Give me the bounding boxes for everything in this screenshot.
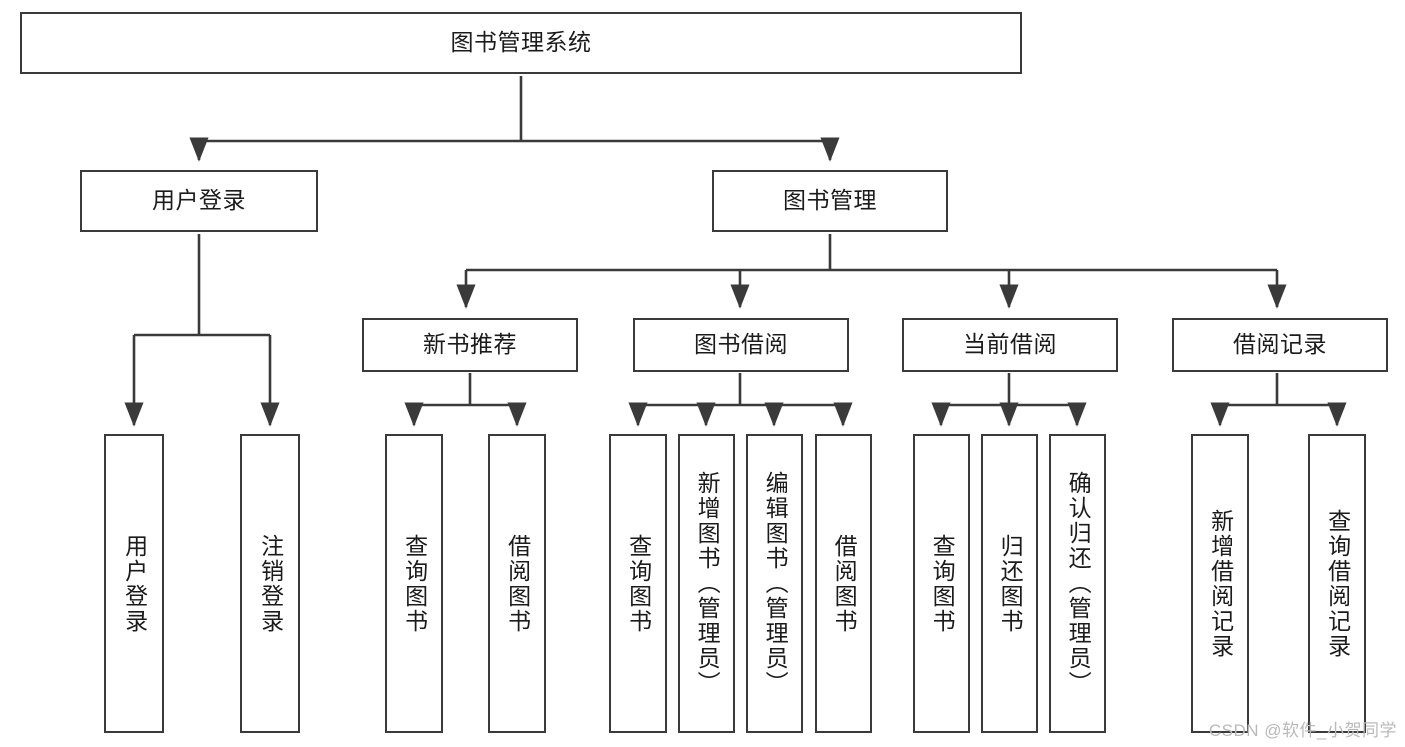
node-root[interactable]: 图书管理系统 [20, 12, 1022, 74]
node-book-manage[interactable]: 图书管理 [712, 170, 948, 232]
node-leaf-return-book[interactable]: 归还图书 [981, 434, 1038, 733]
node-leaf-user-login[interactable]: 用户登录 [104, 434, 164, 733]
node-current-borrow[interactable]: 当前借阅 [902, 318, 1118, 372]
node-borrow-record-label: 借阅记录 [1233, 331, 1327, 358]
node-leaf-query-book-2[interactable]: 查询图书 [609, 434, 667, 733]
edge-group-borrow-record [1210, 373, 1347, 427]
node-leaf-borrow-book-1-label: 借阅图书 [504, 533, 531, 634]
node-leaf-query-book-1-label: 查询图书 [401, 533, 428, 634]
node-leaf-query-book-3[interactable]: 查询图书 [913, 434, 970, 733]
node-leaf-user-logout-label: 注销登录 [257, 533, 284, 634]
node-leaf-query-record[interactable]: 查询借阅记录 [1308, 434, 1366, 733]
edge-group-book-manage [456, 234, 1287, 309]
node-book-manage-label: 图书管理 [783, 187, 877, 214]
edge-group-user-login [124, 234, 280, 427]
node-leaf-edit-book[interactable]: 编辑图书（管理员） [746, 434, 803, 733]
node-leaf-query-book-1[interactable]: 查询图书 [385, 434, 443, 733]
node-current-borrow-label: 当前借阅 [963, 331, 1057, 358]
node-borrow-record[interactable]: 借阅记录 [1172, 318, 1388, 372]
node-user-login-label: 用户登录 [152, 187, 246, 214]
node-new-book-rec[interactable]: 新书推荐 [362, 318, 578, 372]
node-leaf-query-book-2-label: 查询图书 [625, 533, 652, 634]
node-leaf-query-book-3-label: 查询图书 [929, 533, 956, 634]
node-new-book-rec-label: 新书推荐 [423, 331, 517, 358]
edge-group-current-borrow [931, 373, 1087, 427]
node-leaf-borrow-book-2[interactable]: 借阅图书 [815, 434, 872, 733]
csdn-watermark: CSDN @软件_小贺同学 [1208, 721, 1397, 740]
edge-group-new-book-rec [404, 373, 527, 427]
node-leaf-add-record[interactable]: 新增借阅记录 [1191, 434, 1249, 733]
node-leaf-confirm-return[interactable]: 确认归还（管理员） [1049, 434, 1106, 733]
node-leaf-user-logout[interactable]: 注销登录 [240, 434, 300, 733]
node-leaf-return-book-label: 归还图书 [997, 533, 1024, 634]
node-leaf-confirm-return-label: 确认归还（管理员） [1065, 471, 1092, 696]
node-book-borrow-label: 图书借阅 [694, 331, 788, 358]
node-leaf-user-login-label: 用户登录 [121, 533, 148, 634]
node-book-borrow[interactable]: 图书借阅 [633, 318, 849, 372]
edge-group-root [189, 76, 840, 162]
node-leaf-add-book-label: 新增图书（管理员） [694, 471, 721, 696]
node-leaf-borrow-book-2-label: 借阅图书 [831, 533, 858, 634]
edge-group-book-borrow [628, 373, 853, 427]
node-leaf-query-record-label: 查询借阅记录 [1324, 508, 1351, 659]
node-leaf-edit-book-label: 编辑图书（管理员） [762, 471, 789, 696]
node-user-login[interactable]: 用户登录 [80, 170, 318, 232]
node-root-label: 图书管理系统 [450, 29, 592, 56]
node-leaf-add-book[interactable]: 新增图书（管理员） [678, 434, 735, 733]
node-leaf-add-record-label: 新增借阅记录 [1207, 508, 1234, 659]
node-leaf-borrow-book-1[interactable]: 借阅图书 [488, 434, 546, 733]
